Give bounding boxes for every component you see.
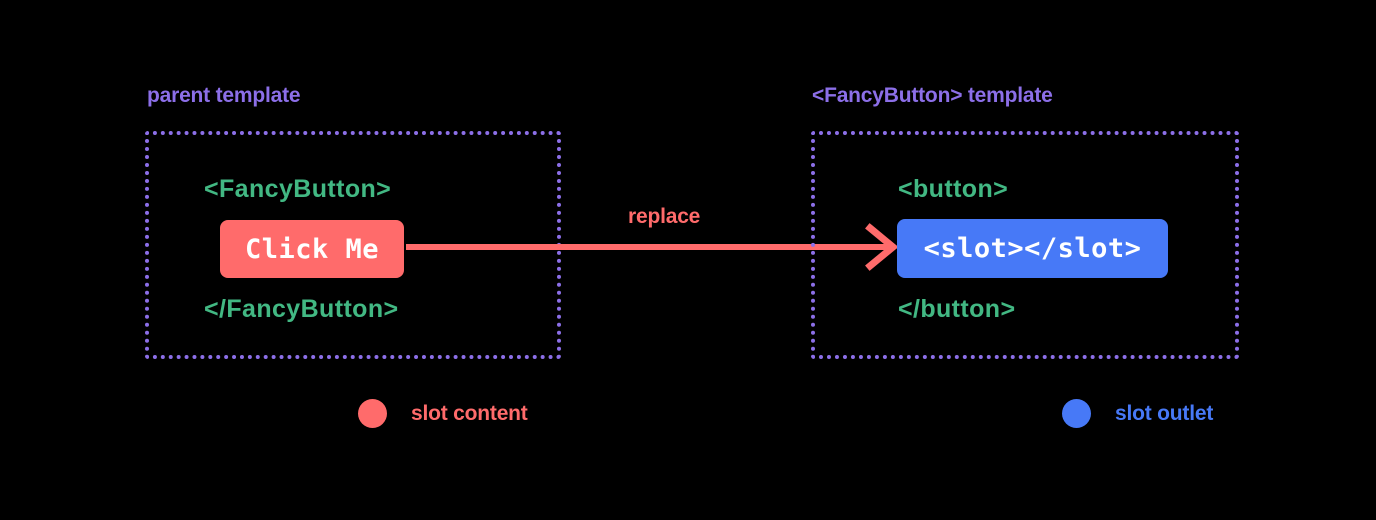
legend-label-slot-content: slot content [411,401,528,425]
slot-content-pill: Click Me [220,220,404,278]
legend-label-slot-outlet: slot outlet [1115,401,1214,425]
component-template-box [811,131,1239,359]
component-close-tag: </button> [898,295,1016,323]
parent-open-tag: <FancyButton> [204,175,392,203]
component-open-tag: <button> [898,175,1009,203]
slot-outlet-label: <slot></slot> [923,233,1142,264]
replace-arrow-label: replace [628,205,701,228]
parent-template-caption: parent template [147,84,301,107]
slot-outlet-swatch-icon [1062,399,1091,428]
slot-content-label: Click Me [244,233,380,265]
component-template-caption: <FancyButton> template [812,84,1053,107]
slot-content-swatch-icon [358,399,387,428]
slot-outlet-pill: <slot></slot> [897,219,1168,278]
legend-item-slot-content: slot content [358,399,528,428]
legend-item-slot-outlet: slot outlet [1062,399,1213,428]
parent-close-tag: </FancyButton> [204,295,399,323]
